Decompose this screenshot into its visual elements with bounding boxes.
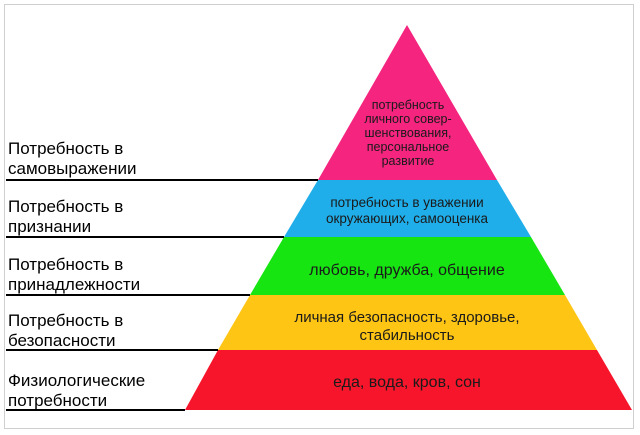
tier-belonging: [250, 237, 565, 295]
level-label-esteem: Потребность в признании: [8, 197, 124, 236]
level-label-safety: Потребность в безопасности: [8, 311, 124, 350]
image-frame: [4, 4, 634, 429]
level-label-physiological: Физиологические потребности: [8, 371, 146, 410]
tier-self-actualization: [318, 25, 497, 180]
tier-physiological: [185, 350, 632, 410]
tier-esteem: [284, 180, 531, 237]
tier-safety: [218, 295, 597, 350]
level-label-belonging: Потребность в принадлежности: [8, 255, 141, 294]
tier-text-belonging: любовь, дружба, общение: [309, 262, 505, 279]
tier-text-physiological: еда, вода, кров, сон: [333, 374, 481, 391]
tier-text-safety: личная безопасность, здоровье, стабильно…: [294, 309, 520, 344]
tier-text-esteem: потребность в уважении окружающих, самоо…: [325, 195, 489, 226]
tier-text-self-actualization: потребность личного совер- шенствования,…: [364, 98, 452, 168]
level-label-self-actualization: Потребность в самовыражении: [8, 139, 137, 178]
